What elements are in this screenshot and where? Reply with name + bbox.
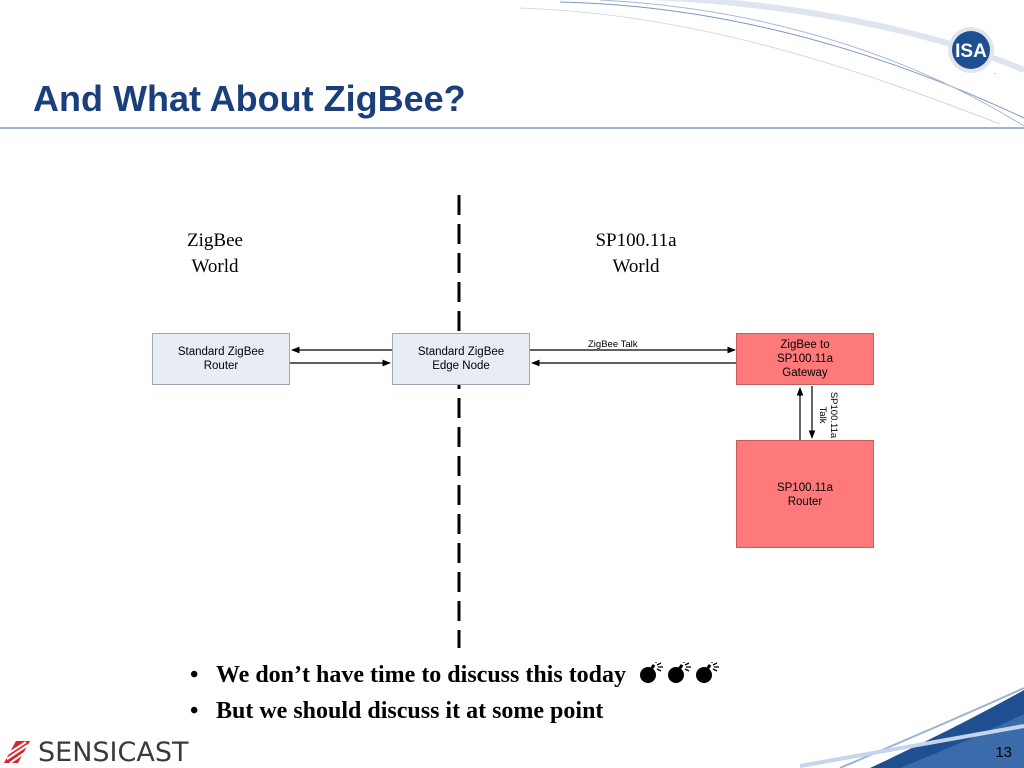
slide-title: And What About ZigBee? [33, 78, 466, 119]
bullet-dot: • [190, 662, 199, 688]
isa-logo: ISA . [948, 27, 996, 76]
page-number: 13 [995, 744, 1012, 761]
sensicast-logo: SENSICAST [2, 736, 188, 768]
standard-zigbee-edge-node: Standard ZigBee Edge Node [392, 333, 530, 385]
sp100-world-label: SP100.11a World [595, 230, 677, 277]
zigbee-talk-label: ZigBee Talk [588, 339, 638, 350]
bullet-item: • But we should discuss it at some point [190, 694, 720, 728]
bomb-icon [638, 660, 664, 694]
svg-text:.: . [994, 69, 996, 76]
bullet-item: • We don’t have time to discuss this tod… [190, 658, 720, 694]
sp100-router-node: SP100.11a Router [736, 440, 874, 548]
sensicast-mark-icon [4, 741, 31, 764]
bullet-dot: • [190, 698, 199, 724]
standard-zigbee-router-node: Standard ZigBee Router [152, 333, 290, 385]
isa-logo-text: ISA [955, 41, 987, 62]
sp100-talk-label: SP100.11a Talk [817, 391, 839, 439]
bomb-icon [694, 660, 720, 694]
zigbee-to-sp100-gateway-node: ZigBee to SP100.11a Gateway [736, 333, 874, 385]
bullet-list: • We don’t have time to discuss this tod… [190, 658, 720, 728]
zigbee-world-label: ZigBee World [187, 230, 243, 277]
bomb-icon [666, 660, 692, 694]
